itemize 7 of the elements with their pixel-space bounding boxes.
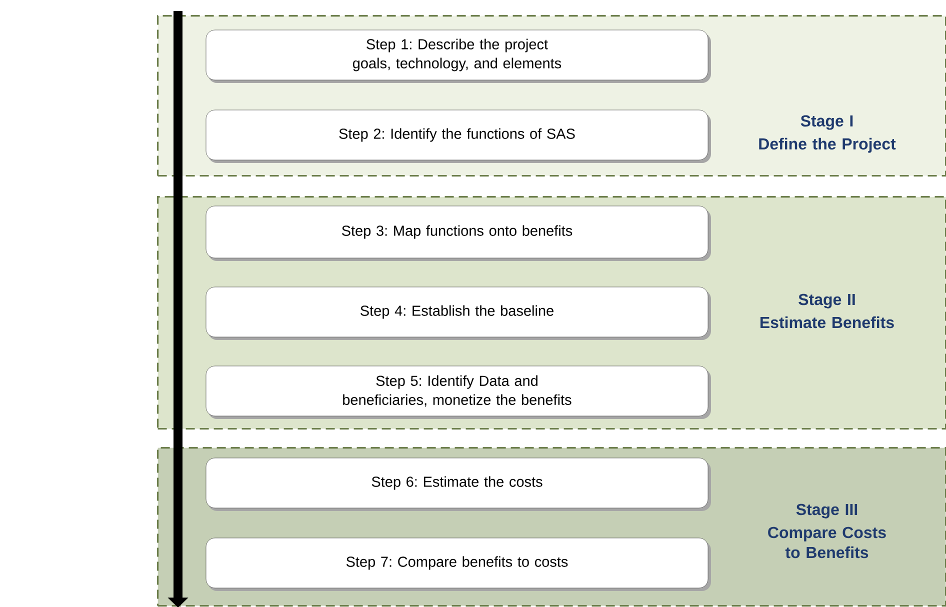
- step-box: Step 1: Describe the project goals, technology, and elements: [206, 30, 711, 83]
- step-box: Step 7: Compare benefits to costs: [206, 538, 711, 591]
- step-box: Step 4: Establish the baseline: [206, 286, 711, 340]
- step-box: Step 5: Identify Data and beneficiaries, monetize the benefits: [206, 366, 711, 419]
- step-box: Step 2: Identify the functions of SAS: [206, 110, 711, 163]
- step-box: Step 6: Estimate the costs: [206, 458, 711, 511]
- step-box: Step 3: Map functions onto benefits: [206, 206, 711, 261]
